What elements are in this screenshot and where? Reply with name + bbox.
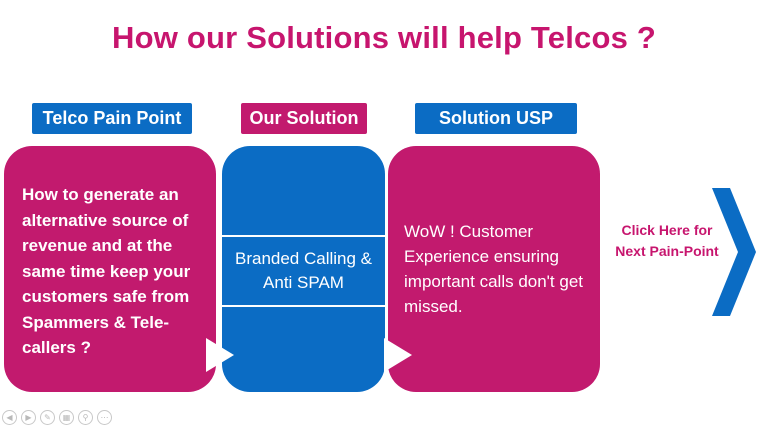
- arrow-right-icon: [206, 338, 234, 372]
- solution-label: Our Solution: [241, 103, 367, 134]
- slide-title: How our Solutions will help Telcos ?: [112, 20, 656, 55]
- next-icon[interactable]: ▶: [21, 410, 36, 425]
- slides-icon[interactable]: ▦: [59, 410, 74, 425]
- presentation-toolbar: ◀ ▶ ✎ ▦ ⚲ ⋯: [2, 410, 112, 425]
- arrow-right-icon: [384, 338, 412, 372]
- chevron-right-icon[interactable]: [710, 188, 758, 316]
- pain-point-text: How to generate an alternative source of…: [22, 185, 191, 357]
- pain-point-label: Telco Pain Point: [32, 103, 192, 134]
- usp-label: Solution USP: [415, 103, 577, 134]
- previous-icon[interactable]: ◀: [2, 410, 17, 425]
- solution-text: Branded Calling & Anti SPAM: [234, 249, 373, 292]
- solution-card: Branded Calling & Anti SPAM: [222, 146, 385, 392]
- pain-point-card: How to generate an alternative source of…: [4, 146, 216, 392]
- more-icon[interactable]: ⋯: [97, 410, 112, 425]
- usp-text: WoW ! Customer Experience ensuring impor…: [404, 222, 584, 316]
- zoom-icon[interactable]: ⚲: [78, 410, 93, 425]
- pen-icon[interactable]: ✎: [40, 410, 55, 425]
- usp-card: WoW ! Customer Experience ensuring impor…: [388, 146, 600, 392]
- next-pain-point-link[interactable]: Click Here for Next Pain-Point: [615, 222, 719, 259]
- solution-band: Branded Calling & Anti SPAM: [222, 235, 385, 307]
